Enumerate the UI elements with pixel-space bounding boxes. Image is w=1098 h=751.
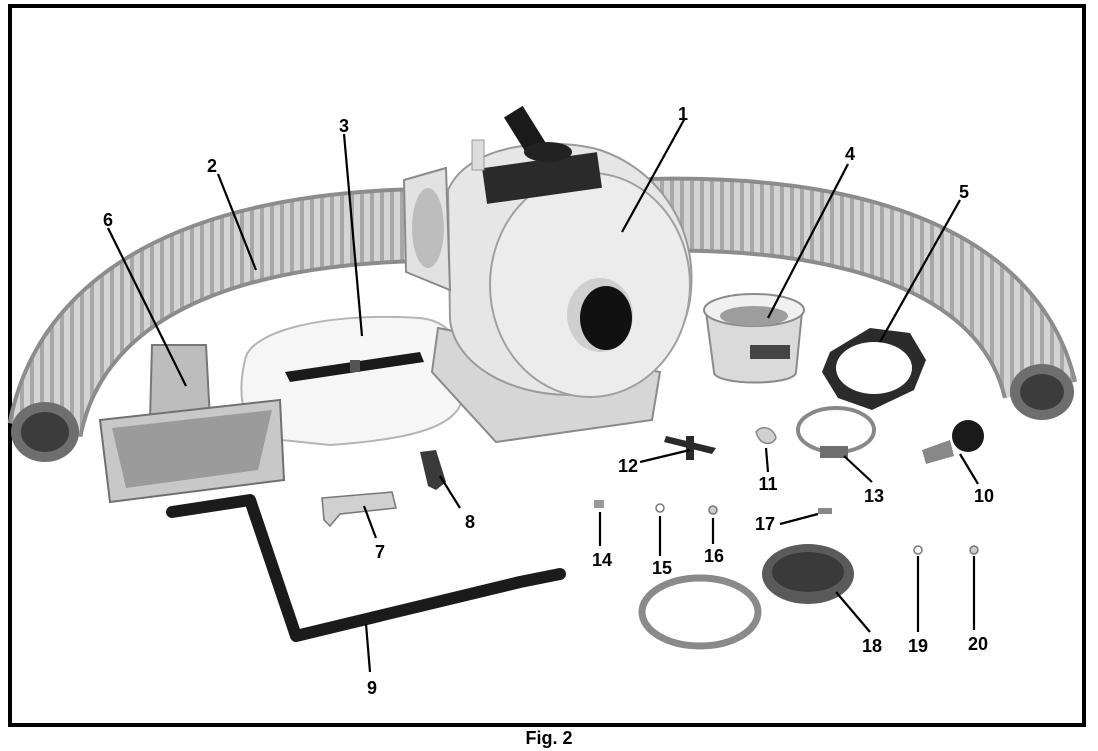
callout-15: 15 — [652, 558, 672, 578]
flange-adapter — [703, 293, 805, 384]
figure-caption: Fig. 2 — [525, 728, 573, 748]
gasket — [822, 328, 926, 410]
small-hardware — [594, 500, 979, 555]
callout-12: 12 — [618, 456, 638, 476]
callout-18: 18 — [862, 636, 882, 656]
clip — [755, 427, 777, 445]
callout-8: 8 — [465, 512, 475, 532]
callout-10: 10 — [974, 486, 994, 506]
callout-3: 3 — [339, 116, 349, 136]
callout-4: 4 — [845, 144, 855, 164]
callout-5: 5 — [959, 182, 969, 202]
handle-bar — [166, 494, 566, 642]
wing-fastener — [664, 436, 716, 460]
dust-hood — [98, 344, 286, 504]
callout-9: 9 — [367, 678, 377, 698]
handle-post — [420, 450, 446, 490]
blower — [402, 105, 693, 444]
bracket — [321, 491, 397, 528]
callout-2: 2 — [207, 156, 217, 176]
hose — [7, 176, 1078, 462]
knob — [922, 420, 984, 464]
hose-clamp — [796, 406, 876, 458]
callout-20: 20 — [968, 634, 988, 654]
callout-6: 6 — [103, 210, 113, 230]
callout-17: 17 — [755, 514, 775, 534]
callout-14: 14 — [592, 550, 612, 570]
callout-16: 16 — [704, 546, 724, 566]
callout-7: 7 — [375, 542, 385, 562]
callout-13: 13 — [864, 486, 884, 506]
callout-19: 19 — [908, 636, 928, 656]
callout-11: 11 — [758, 474, 777, 494]
leader-lines — [107, 117, 979, 673]
cap — [638, 544, 854, 650]
callout-1: 1 — [678, 104, 688, 124]
